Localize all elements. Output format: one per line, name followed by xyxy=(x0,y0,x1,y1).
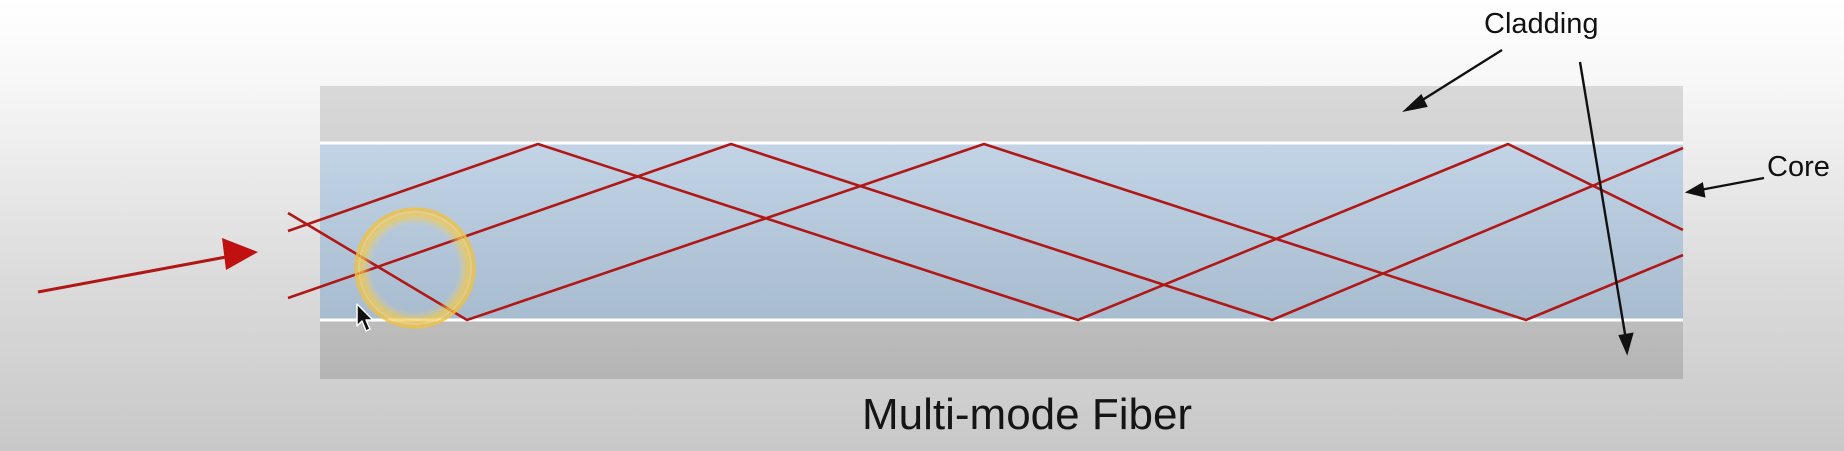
light-ray-2 xyxy=(287,142,1684,322)
incoming-light-arrow xyxy=(37,238,258,294)
core-label: Core xyxy=(1767,151,1830,183)
click-highlight-ring xyxy=(353,206,477,330)
core-pointer-arrow xyxy=(1684,176,1765,198)
diagram-caption: Multi-mode Fiber xyxy=(862,390,1193,439)
cladding-top xyxy=(320,86,1683,142)
cladding-bottom xyxy=(320,320,1683,379)
cladding-pointer-arrows xyxy=(1402,48,1634,356)
mouse-pointer-icon xyxy=(356,303,374,332)
cladding-label: Cladding xyxy=(1484,8,1599,40)
light-ray-1 xyxy=(287,142,1684,322)
